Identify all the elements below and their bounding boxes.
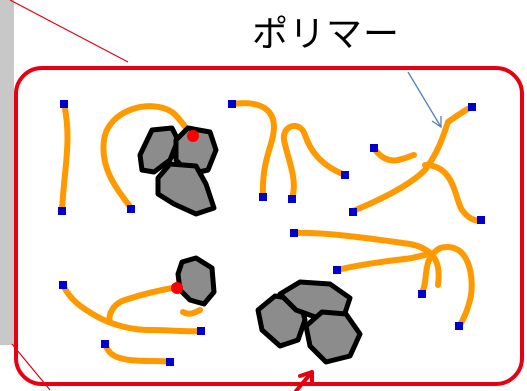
- polymer-chain: [418, 243, 475, 329]
- bond-points: [171, 130, 199, 294]
- polymer-chain: [100, 103, 196, 211]
- polymer-chain: [229, 100, 277, 200]
- chain-end: [349, 208, 357, 216]
- filler-particle: [175, 255, 217, 307]
- polymer-chain: [106, 284, 181, 325]
- chain-end: [370, 144, 378, 152]
- filler-particle: [303, 309, 363, 365]
- pointer-arrow: [407, 71, 442, 129]
- bottom-red-arrow: [294, 370, 314, 391]
- polymer-chain: [422, 162, 484, 224]
- polymer-chain: [180, 307, 203, 317]
- chain-end: [101, 340, 109, 348]
- chain-end: [333, 266, 341, 274]
- filler-particle: [155, 161, 217, 217]
- chain-end: [477, 216, 485, 224]
- filler-particles: [137, 125, 363, 365]
- bond-point: [187, 130, 199, 142]
- leader-line-top: [9, 0, 129, 63]
- chain-end: [197, 327, 205, 335]
- filler-particle: [277, 279, 353, 321]
- chain-end: [58, 207, 66, 215]
- chain-end: [127, 205, 135, 213]
- polymer-label: ポリマー: [252, 14, 401, 55]
- polymer-chain: [334, 252, 428, 273]
- chain-end: [59, 281, 67, 289]
- polymer-chain: [102, 341, 173, 365]
- chain-end: [468, 103, 476, 111]
- polymer-chain: [371, 145, 417, 164]
- chain-end: [259, 193, 267, 201]
- polymer-chain: [59, 101, 71, 213]
- chain-ends: [58, 100, 485, 366]
- chain-end: [341, 171, 349, 179]
- chain-end: [166, 358, 174, 366]
- polymer-chain: [60, 282, 204, 335]
- chain-end: [288, 195, 296, 203]
- polymer-chain: [350, 104, 475, 214]
- bond-point: [171, 282, 183, 294]
- polymer-chain: [280, 123, 348, 201]
- chain-end: [418, 290, 426, 298]
- polymer-chain: [291, 229, 442, 288]
- chain-end: [228, 100, 236, 108]
- polymer-chains: [59, 100, 484, 365]
- chain-end: [455, 322, 463, 330]
- chain-end: [60, 100, 68, 108]
- chain-end: [290, 229, 298, 237]
- left-panel: [0, 0, 14, 345]
- polymer-frame: [14, 66, 524, 386]
